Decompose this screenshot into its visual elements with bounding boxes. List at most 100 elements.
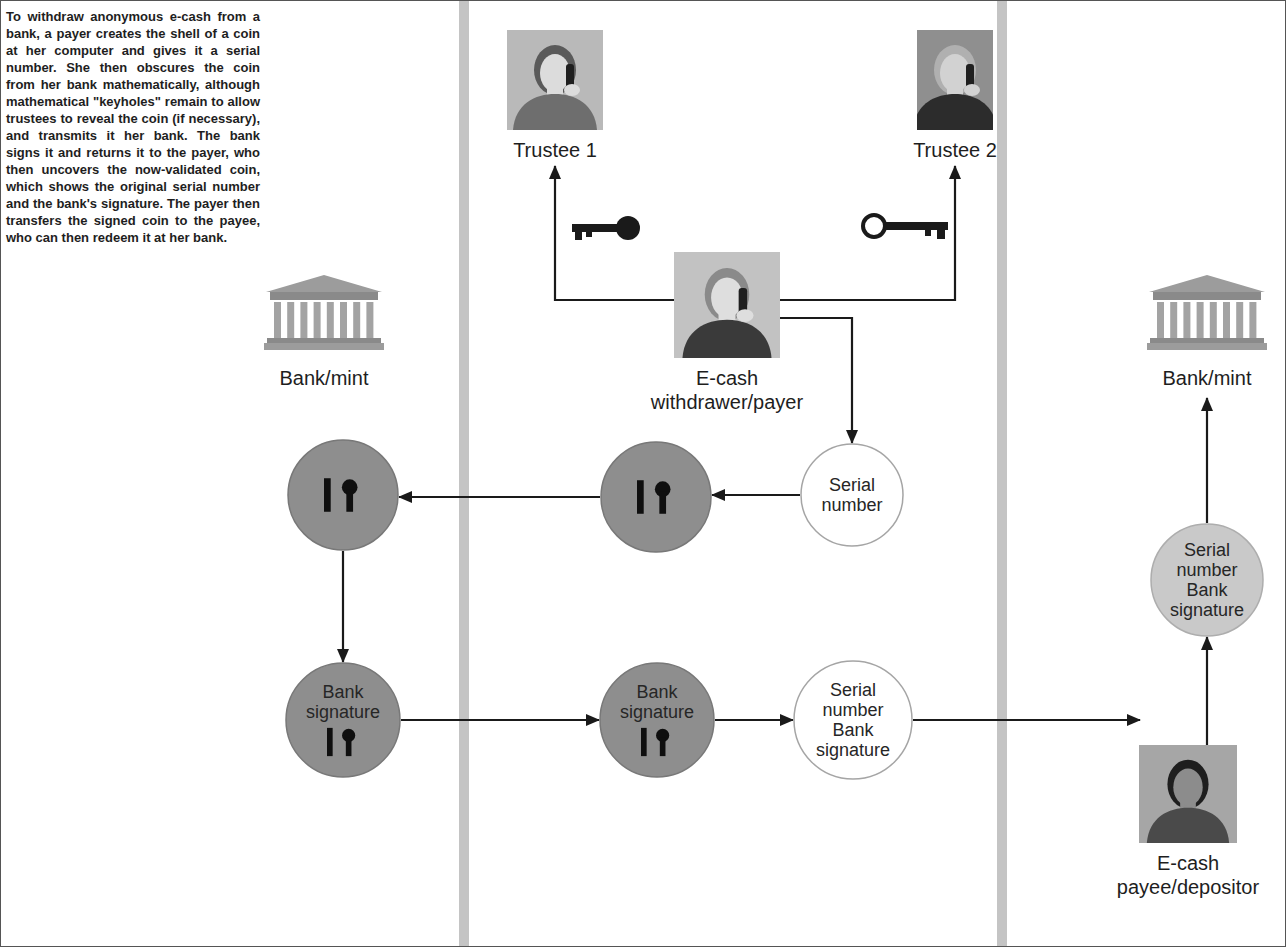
key-icon [572, 216, 640, 240]
graphic-part [327, 728, 333, 756]
coin-circle: Bank signature [599, 662, 715, 778]
coin-text: Serial number [808, 475, 896, 515]
graphic-part [737, 309, 754, 322]
graphic-part [917, 30, 993, 130]
person-photo [507, 30, 603, 130]
graphic-part [540, 54, 570, 92]
coin-content: Serial numberBank signature [1150, 523, 1264, 637]
graphic-part [1139, 745, 1237, 843]
bank-label: Bank/mint [254, 366, 394, 390]
coin-content [600, 441, 712, 553]
coin-content: Serial number [800, 443, 904, 547]
flow-arrow [399, 496, 600, 498]
graphic-part [346, 489, 353, 511]
person-panel: Trustee 1 [495, 28, 615, 166]
graphic-part [266, 275, 382, 292]
graphic-part [346, 737, 352, 756]
graphic-part [353, 302, 360, 338]
keyhole-symbol [320, 476, 366, 514]
graphic-part [1157, 302, 1164, 338]
person-photo-box: E-cash payee/depositor [1140, 745, 1236, 843]
figure-caption: To withdraw anonymous e-cash from a bank… [6, 8, 260, 246]
key-bow [863, 215, 885, 237]
key-tooth [937, 228, 945, 239]
graphic-part [274, 302, 281, 338]
graphic-part [637, 480, 644, 514]
coin-outline [794, 661, 912, 779]
graphic-part [366, 302, 373, 338]
person-photo [1140, 745, 1236, 843]
person-label: Trustee 2 [895, 138, 1015, 162]
flow-arrow [555, 166, 677, 300]
coin-content: Bank signature [285, 662, 401, 778]
graphic-part [660, 737, 666, 756]
graphic-part [1170, 302, 1177, 338]
flow-arrow [777, 166, 955, 300]
flow-arrow [1206, 398, 1208, 523]
graphic-part [711, 277, 743, 317]
graphic-part [659, 491, 666, 513]
graphic-part [507, 30, 603, 130]
bank-icon [1147, 274, 1267, 350]
coin-circle: Serial numberBank signature [1150, 523, 1264, 637]
coin-text: Bank signature [299, 682, 387, 722]
keyhole-symbol [633, 478, 679, 516]
person-photo-box: E-cash withdrawer/payer [677, 252, 777, 358]
person-label: E-cash payee/depositor [1103, 851, 1273, 899]
coin-outline [1151, 524, 1263, 636]
coin-content: Bank signature [599, 662, 715, 778]
person-panel: Trustee 2 [895, 28, 1015, 166]
coin-shape [287, 439, 399, 551]
graphic-part [513, 94, 597, 130]
graphic-part [327, 302, 334, 338]
graphic-part [940, 54, 970, 92]
coin-circle [287, 439, 399, 551]
graphic-part [1197, 302, 1204, 338]
graphic-part [1236, 302, 1243, 338]
graphic-part [1210, 302, 1217, 338]
graphic-part [324, 478, 331, 512]
graphic-part [1183, 302, 1190, 338]
bank-building: Bank/mint [1137, 270, 1277, 398]
flow-arrow [712, 494, 800, 496]
coin-text: Bank signature [613, 682, 701, 722]
coin-text-group: Bank signature [299, 682, 387, 758]
graphic-part [682, 320, 771, 358]
coin-text-group: Bank signature [613, 682, 701, 758]
coin-text-group: Serial numberBank signature [1163, 540, 1251, 620]
bank-building: Bank/mint [254, 270, 394, 398]
keyhole-symbol [638, 726, 676, 758]
flow-arrow [401, 719, 599, 721]
person-photo [677, 252, 777, 358]
coin-text-group [612, 478, 700, 516]
graphic-part [1223, 302, 1230, 338]
graphic-part [1147, 343, 1267, 350]
coin-text-group [299, 476, 387, 514]
key-tooth [586, 230, 592, 237]
graphic-part [564, 84, 580, 96]
graphic-part [674, 252, 780, 358]
flow-arrow [913, 719, 1140, 721]
graphic-part [1150, 338, 1264, 343]
key-bow [616, 216, 640, 240]
coin-text-group: Serial numberBank signature [809, 680, 897, 760]
coin-outline [286, 663, 400, 777]
graphic-part [1153, 292, 1261, 300]
flow-arrow [342, 551, 344, 662]
graphic-part [641, 728, 647, 756]
coin-outline [600, 663, 714, 777]
graphic-part [270, 292, 378, 300]
coin-text-group: Serial number [808, 475, 896, 515]
coin-text: Serial number [809, 680, 897, 720]
graphic-part [1167, 760, 1208, 809]
key-tooth [925, 228, 931, 236]
coin-circle: Serial number [800, 443, 904, 547]
coin-circle: Bank signature [285, 662, 401, 778]
keyhole-symbol [324, 726, 362, 758]
coin-content [287, 439, 399, 551]
coin-text: Bank signature [1163, 580, 1251, 620]
graphic-part [1173, 769, 1202, 806]
person-label: E-cash withdrawer/payer [622, 366, 832, 414]
